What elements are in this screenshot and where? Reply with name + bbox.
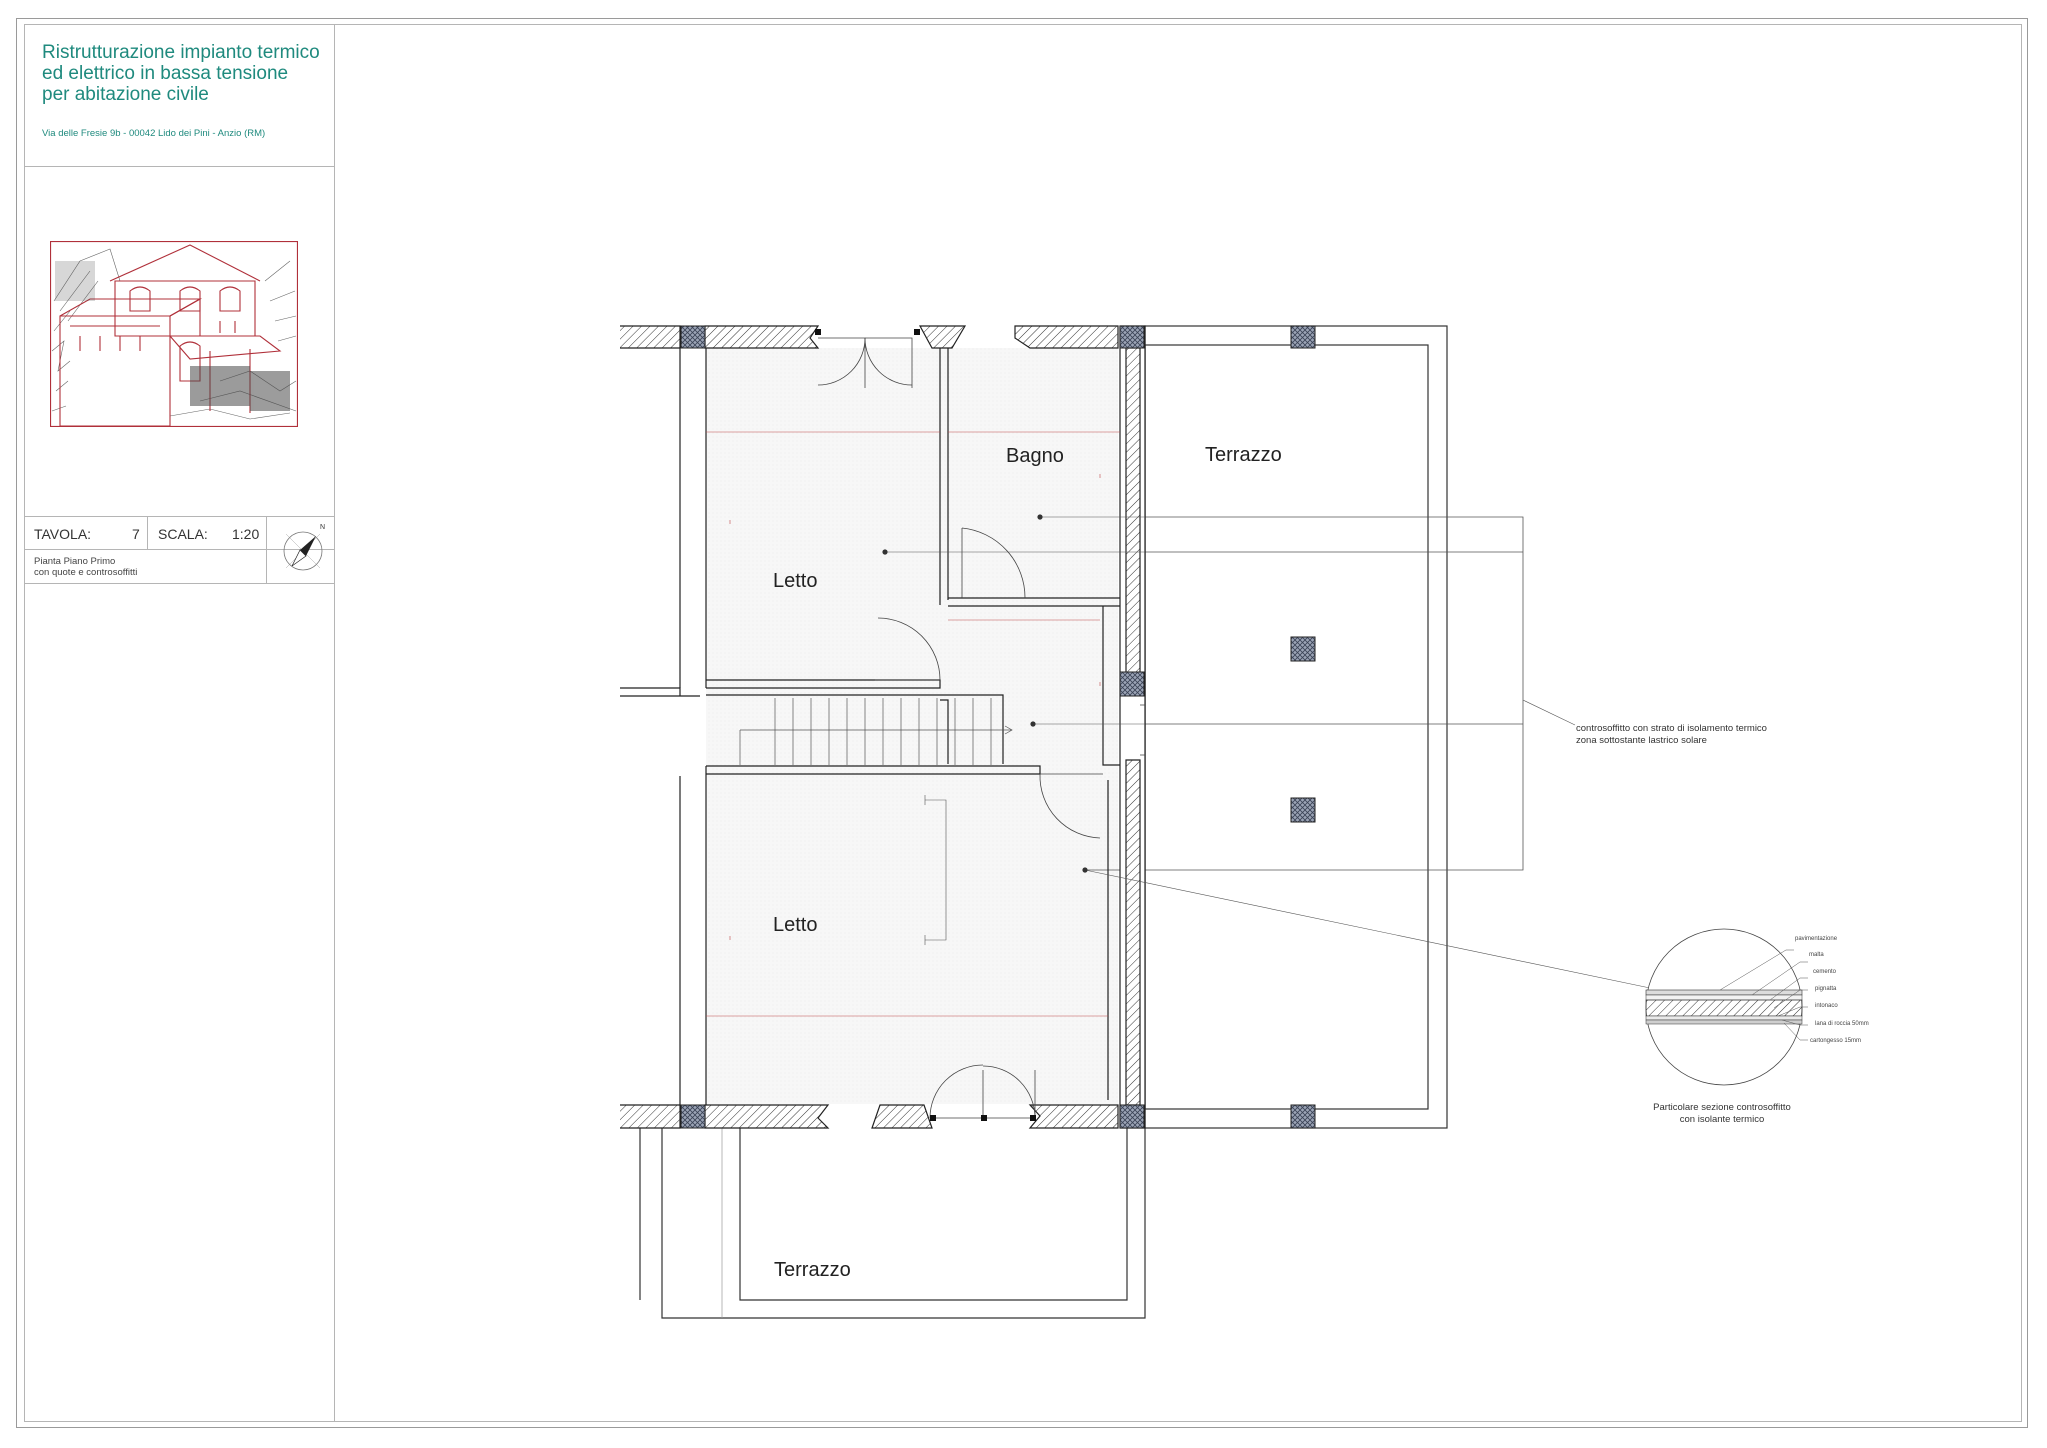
detail-layer-1: pavimentazione xyxy=(1795,936,1838,942)
project-title-block: Ristrutturazione impianto termico ed ele… xyxy=(24,24,335,167)
project-title-line-1: Ristrutturazione impianto termico xyxy=(42,42,320,63)
room-label-terrazzo-right: Terrazzo xyxy=(1205,444,1282,466)
detail-caption-line-2: con isolante termico xyxy=(1680,1114,1764,1125)
detail-layer-2: malta xyxy=(1809,952,1824,958)
sheet-description-row xyxy=(24,550,335,584)
tavola-label: TAVOLA: xyxy=(34,526,92,542)
detail-layer-6: lana di roccia 50mm xyxy=(1815,1021,1869,1027)
tavola-value: 7 xyxy=(132,526,140,542)
false-ceiling-zone xyxy=(1083,516,1524,871)
cell-separator xyxy=(147,516,148,550)
section-points xyxy=(882,514,1088,873)
room-label-terrazzo-bottom: Terrazzo xyxy=(774,1259,851,1281)
project-title-line-3: per abitazione civile xyxy=(42,84,209,105)
north-arrow-icon: N xyxy=(283,524,325,571)
interior-walls xyxy=(679,348,1120,1105)
ceiling-leaders xyxy=(885,516,1651,989)
window-markers xyxy=(815,329,1036,1121)
staircase xyxy=(739,698,1013,765)
detail-layer-7: cartongesso 15mm xyxy=(1810,1038,1861,1044)
sheet-description-line-1: Pianta Piano Primo xyxy=(34,556,116,567)
detail-layer-3: cemento xyxy=(1813,969,1837,975)
terrace-bottom xyxy=(639,1128,1146,1319)
sheet-inner-border xyxy=(24,24,2022,1422)
detail-layer-5: intonaco xyxy=(1815,1003,1838,1009)
title-block-sidebar: Ristrutturazione impianto termico ed ele… xyxy=(24,24,335,1422)
north-label: N xyxy=(320,524,325,531)
room-label-letto-bottom: Letto xyxy=(773,914,817,936)
detail-layer-4: pignatta xyxy=(1815,986,1837,992)
cell-separator xyxy=(266,516,267,584)
sheet-info-row xyxy=(24,516,335,550)
ceiling-note-line-2: zona sottostante lastrico solare xyxy=(1576,735,1707,746)
project-address: Via delle Fresie 9b - 00042 Lido dei Pin… xyxy=(42,128,266,139)
room-label-letto-top: Letto xyxy=(773,570,817,592)
scala-value: 1:20 xyxy=(232,526,260,542)
ceiling-note-line-1: controsoffitto con strato di isolamento … xyxy=(1576,723,1767,734)
detail-caption-line-1: Particolare sezione controsoffitto xyxy=(1653,1102,1791,1113)
project-title-line-2: ed elettrico in bassa tensione xyxy=(42,63,289,84)
sheet-description-line-2: con quote e controsoffitti xyxy=(34,567,138,578)
dimension-lines xyxy=(706,431,1120,1017)
scala-label: SCALA: xyxy=(158,526,208,542)
ceiling-section-detail xyxy=(1645,928,1808,1086)
sheet-outer-border xyxy=(16,18,2028,1428)
exterior-walls xyxy=(620,325,1146,1129)
building-sketch-image xyxy=(50,241,298,427)
room-label-bagno: Bagno xyxy=(1006,445,1064,467)
structural-pillars xyxy=(680,325,1316,1129)
terrace-right xyxy=(1144,325,1448,1129)
